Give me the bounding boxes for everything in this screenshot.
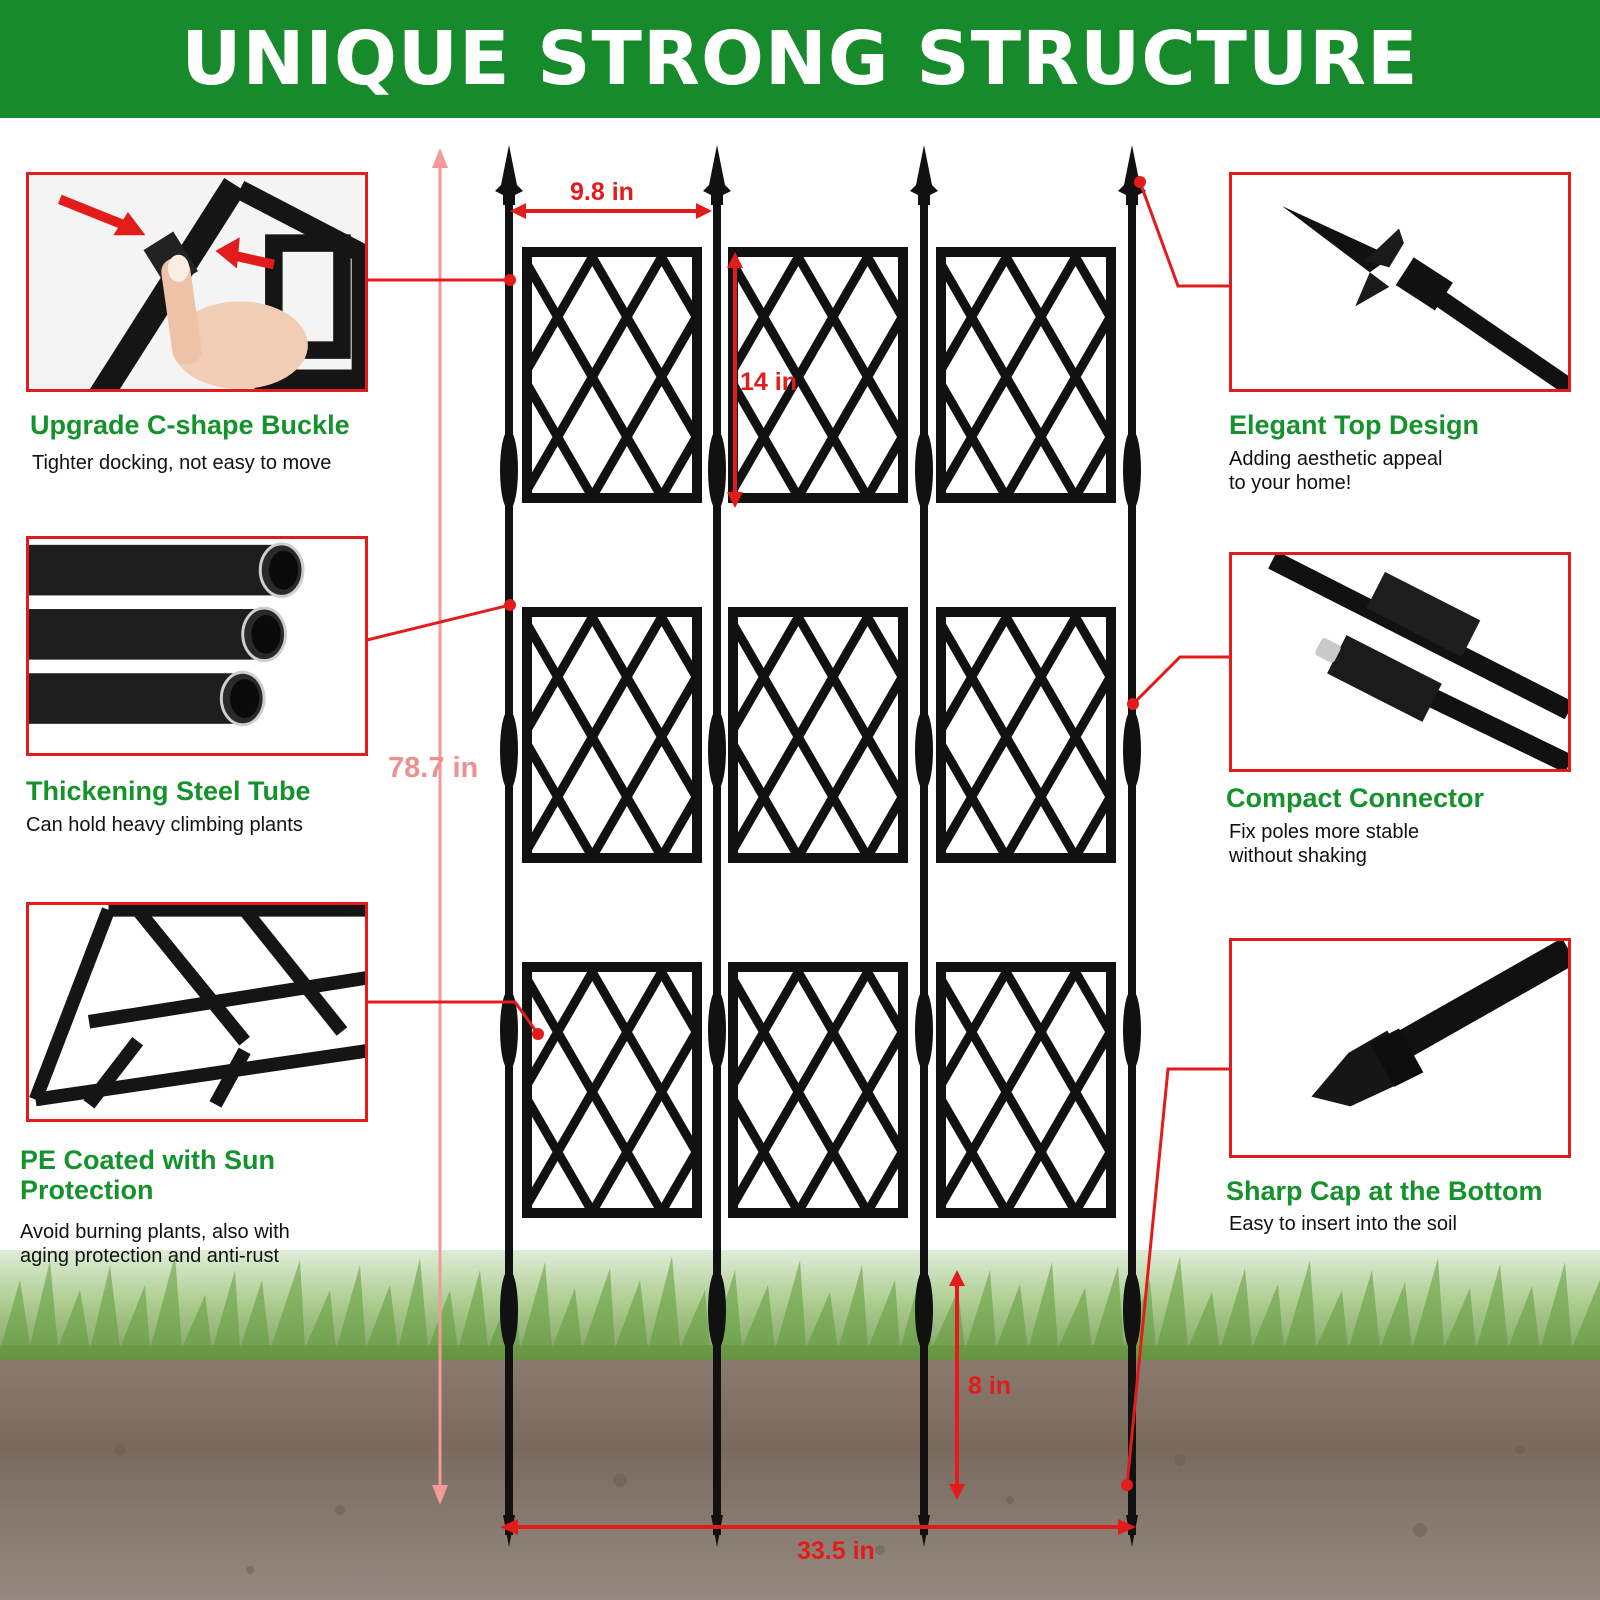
top-desc: Adding aesthetic appeal to your home! (1229, 447, 1443, 495)
sharp-cap-icon (1233, 941, 1568, 1155)
buckle-closeup-icon (30, 175, 365, 389)
trellis-panels (523, 248, 1115, 1217)
coating-title: PE Coated with Sun Protection (20, 1145, 275, 1205)
ground-background (0, 1250, 1600, 1600)
title-banner: UNIQUE STRONG STRUCTURE (0, 0, 1600, 118)
finial-top-icon (1233, 175, 1568, 389)
connector-desc-line-2: without shaking (1229, 845, 1367, 867)
tube-desc: Can hold heavy climbing plants (26, 814, 303, 836)
ground-depth-label: 8 in (968, 1372, 1012, 1400)
sharp-cap-closeup (1229, 938, 1571, 1158)
top-desc-line-2: to your home! (1229, 472, 1352, 494)
panel-height-label: 14 in (740, 368, 797, 396)
cap-desc: Easy to insert into the soil (1229, 1213, 1457, 1235)
connector-desc: Fix poles more stable without shaking (1229, 820, 1419, 868)
total-width-label: 33.5 in (797, 1537, 875, 1565)
coating-desc-line-2: aging protection and anti-rust (20, 1245, 280, 1267)
buckle-title: Upgrade C-shape Buckle (30, 410, 350, 440)
top-title: Elegant Top Design (1229, 410, 1480, 440)
tube-title: Thickening Steel Tube (26, 776, 311, 806)
coating-title-line-2: Protection (20, 1175, 154, 1205)
finial-closeup (1229, 172, 1571, 392)
cap-title: Sharp Cap at the Bottom (1226, 1176, 1543, 1206)
coating-title-line-1: PE Coated with Sun (20, 1145, 276, 1175)
connector-joint-icon (1233, 555, 1568, 769)
lattice-coating-icon (29, 905, 365, 1119)
total-height-label: 78.7 in (388, 752, 479, 784)
connector-desc-line-1: Fix poles more stable (1229, 821, 1420, 843)
coating-desc: Avoid burning plants, also with aging pr… (20, 1220, 290, 1268)
steel-tube-icon (29, 539, 364, 753)
connector-title: Compact Connector (1226, 783, 1485, 813)
lattice-coating-closeup (26, 902, 368, 1122)
buckle-desc: Tighter docking, not easy to move (32, 452, 332, 474)
steel-tube-closeup (26, 536, 368, 756)
top-desc-line-1: Adding aesthetic appeal (1229, 448, 1443, 470)
banner-title: UNIQUE STRONG STRUCTURE (181, 16, 1419, 102)
connector-closeup (1229, 552, 1571, 772)
coating-desc-line-1: Avoid burning plants, also with (20, 1221, 290, 1243)
buckle-closeup (26, 172, 368, 392)
panel-width-label: 9.8 in (570, 178, 634, 206)
